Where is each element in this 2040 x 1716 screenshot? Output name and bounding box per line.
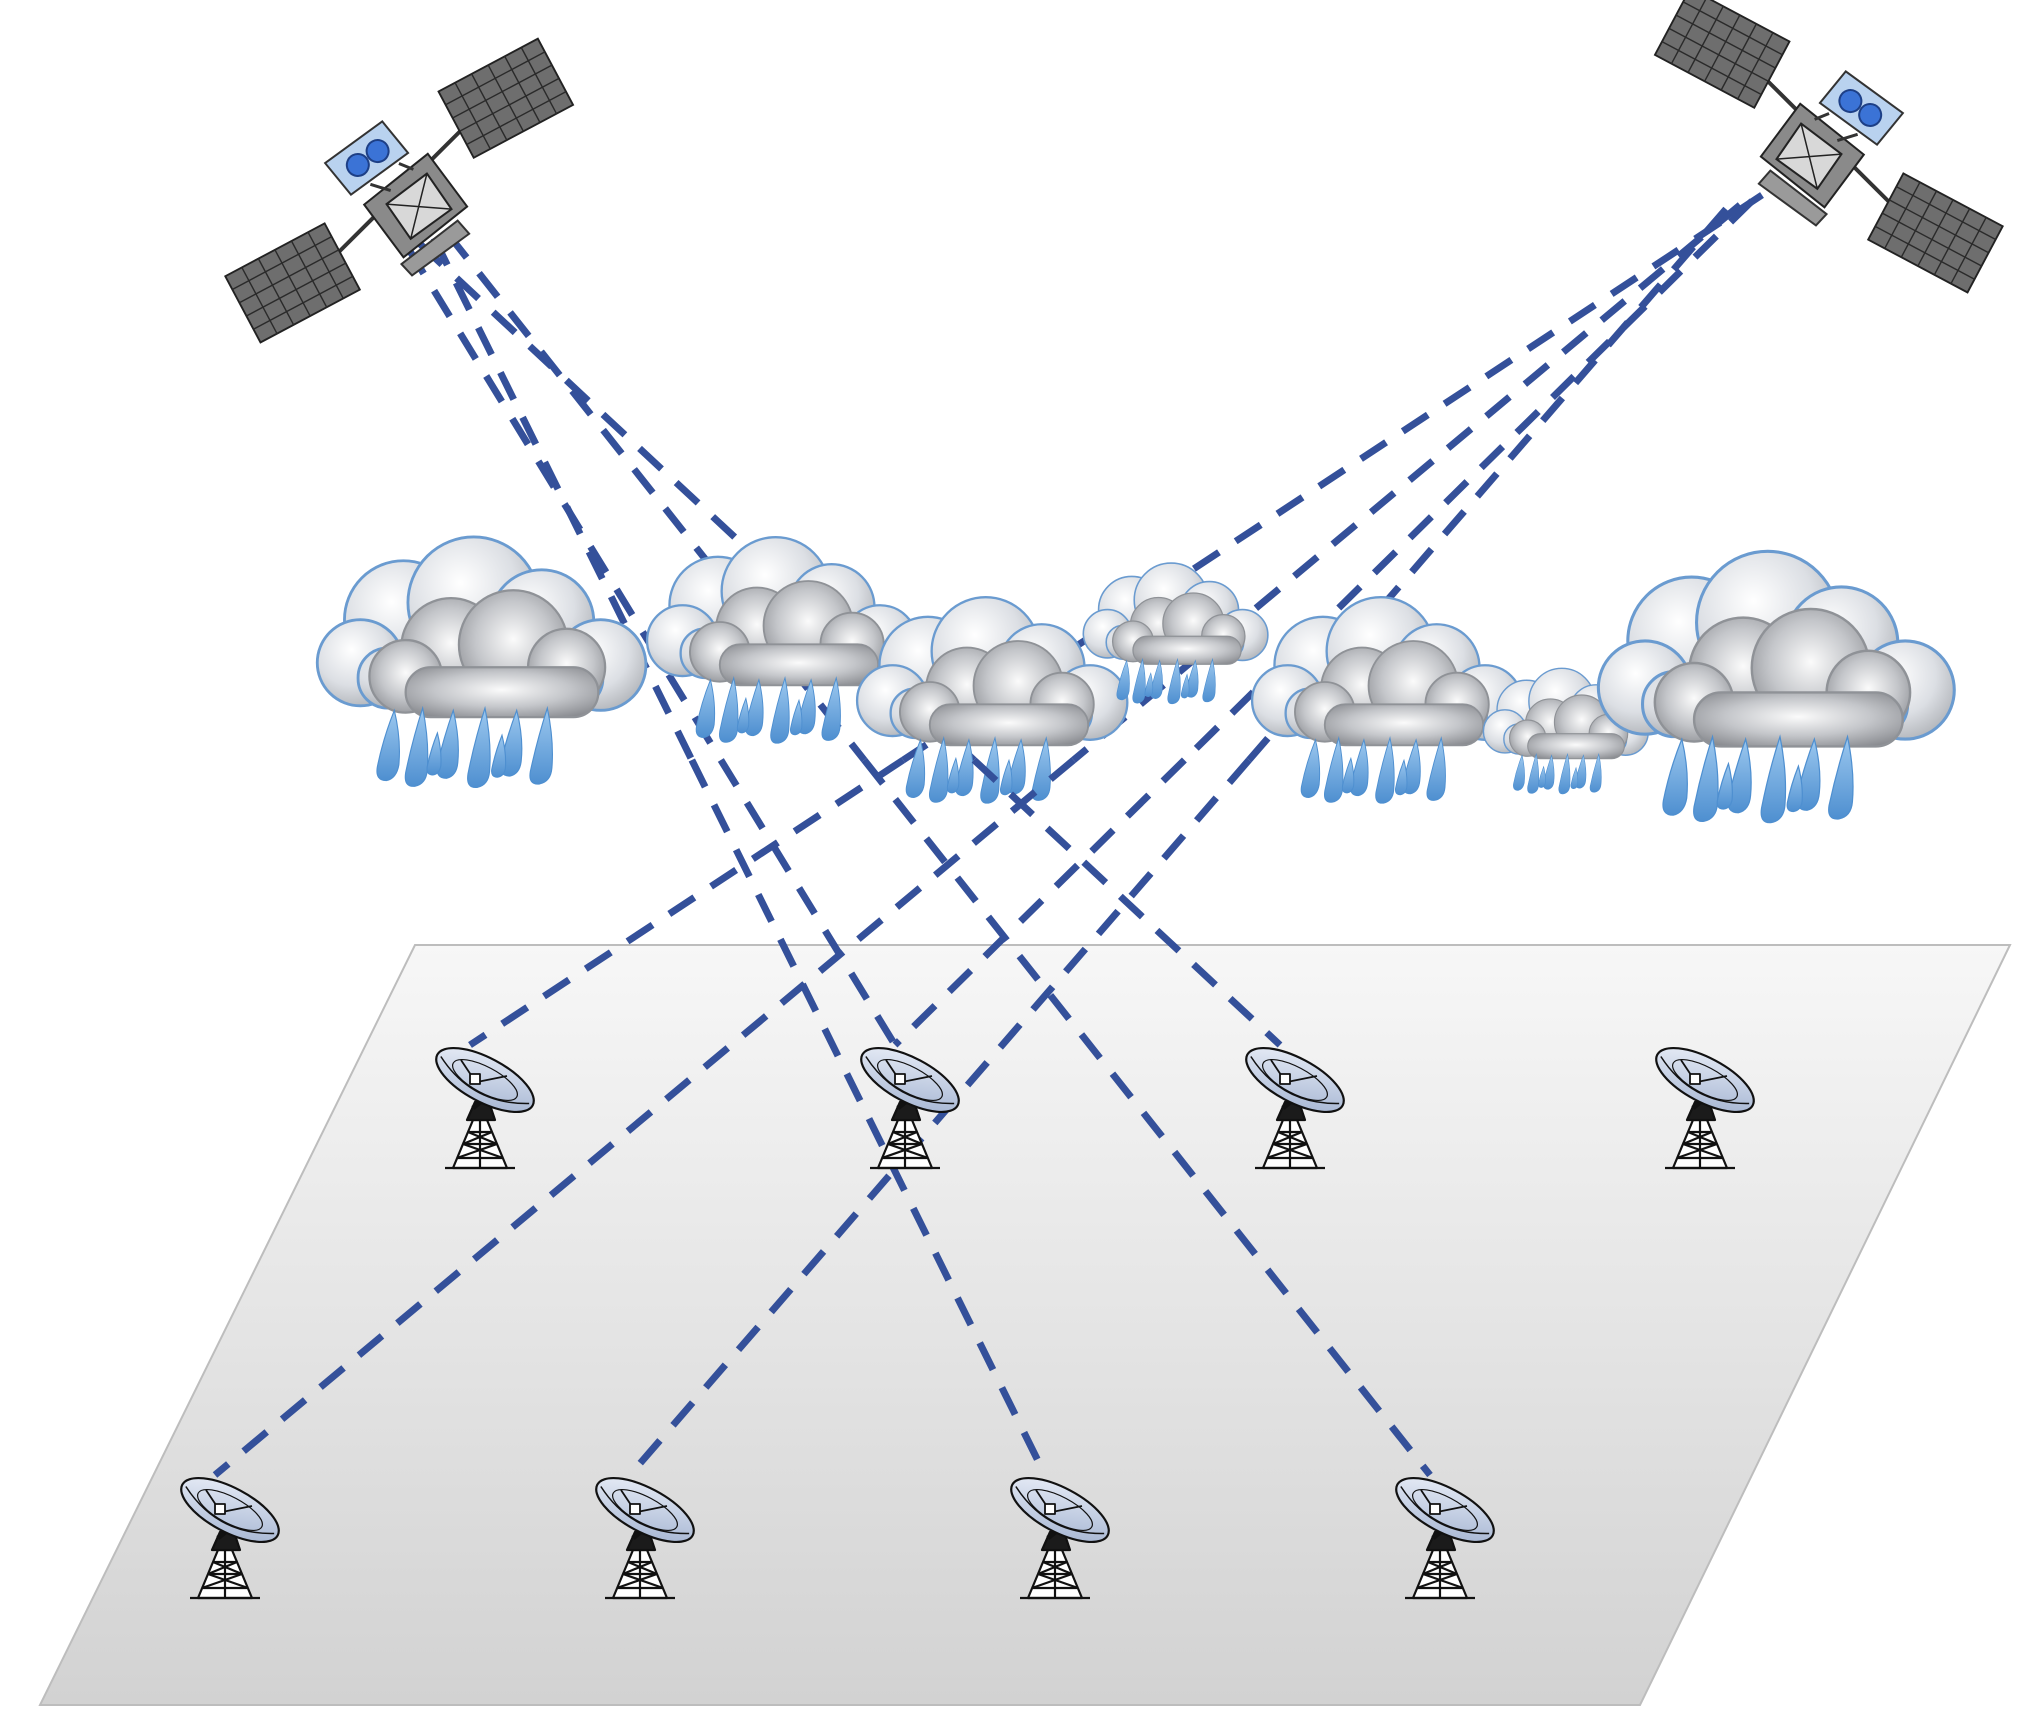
satellite-icon — [1653, 0, 2004, 294]
link-line — [892, 757, 1187, 1048]
rain-cloud-icon — [1596, 549, 1956, 825]
link-line — [688, 758, 1049, 1477]
satellite-box-cross — [1776, 123, 1842, 189]
satellite-layer — [224, 0, 2004, 344]
satellite-antenna — [1757, 169, 1829, 227]
link-line — [971, 757, 1283, 1048]
solar-panel — [1653, 0, 1791, 109]
link-line — [1071, 202, 1743, 763]
satellite-icon — [224, 37, 575, 344]
lens-icon — [1858, 102, 1883, 127]
rain-cloud-icon — [1250, 595, 1524, 805]
link-line — [212, 757, 1076, 1478]
link-line — [405, 246, 724, 762]
lens-icon — [365, 139, 390, 164]
link-line — [717, 758, 898, 1047]
solar-panel — [437, 37, 575, 159]
satellite-mount — [1814, 112, 1859, 142]
link-group-front — [212, 757, 1433, 1478]
link-line — [861, 757, 1433, 1478]
link-line — [417, 241, 977, 763]
satellite-box-cross — [386, 173, 452, 239]
cloud-layer — [315, 535, 1956, 825]
solar-panel — [1867, 172, 2004, 294]
link-line — [627, 757, 1252, 1478]
lens-icon — [1838, 89, 1863, 114]
lens-icon — [345, 152, 370, 177]
satellite-antenna — [399, 219, 471, 277]
satellite-mount — [369, 162, 414, 192]
solar-panel — [224, 222, 361, 344]
link-line — [468, 757, 906, 1048]
ground-plane — [38, 944, 2012, 1706]
